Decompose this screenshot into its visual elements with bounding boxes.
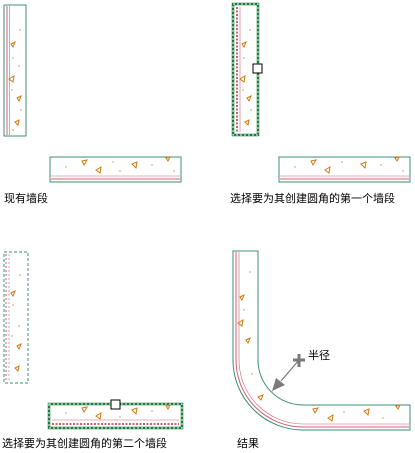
caption-select-first: 选择要为其创建圆角的第一个墙段 [230, 192, 395, 205]
filleted-wall [232, 250, 411, 431]
radius-pointer [272, 354, 305, 391]
panel-existing [3, 4, 182, 183]
highlighted-vertical-wall-segment [3, 251, 29, 384]
pick-box-cursor [110, 399, 121, 410]
caption-select-second: 选择要为其创建圆角的第二个墙段 [2, 437, 167, 450]
pick-box-cursor [252, 63, 263, 74]
radius-label: 半径 [308, 348, 330, 362]
panel-select-second [3, 251, 184, 430]
caption-existing: 现有墙段 [4, 192, 48, 205]
caption-result: 结果 [237, 437, 259, 450]
horizontal-wall-segment [49, 156, 182, 183]
vertical-wall-segment [3, 4, 27, 137]
panel-result: 半径 [232, 250, 411, 431]
horizontal-wall-segment [278, 156, 411, 183]
panel-select-first [231, 2, 411, 183]
